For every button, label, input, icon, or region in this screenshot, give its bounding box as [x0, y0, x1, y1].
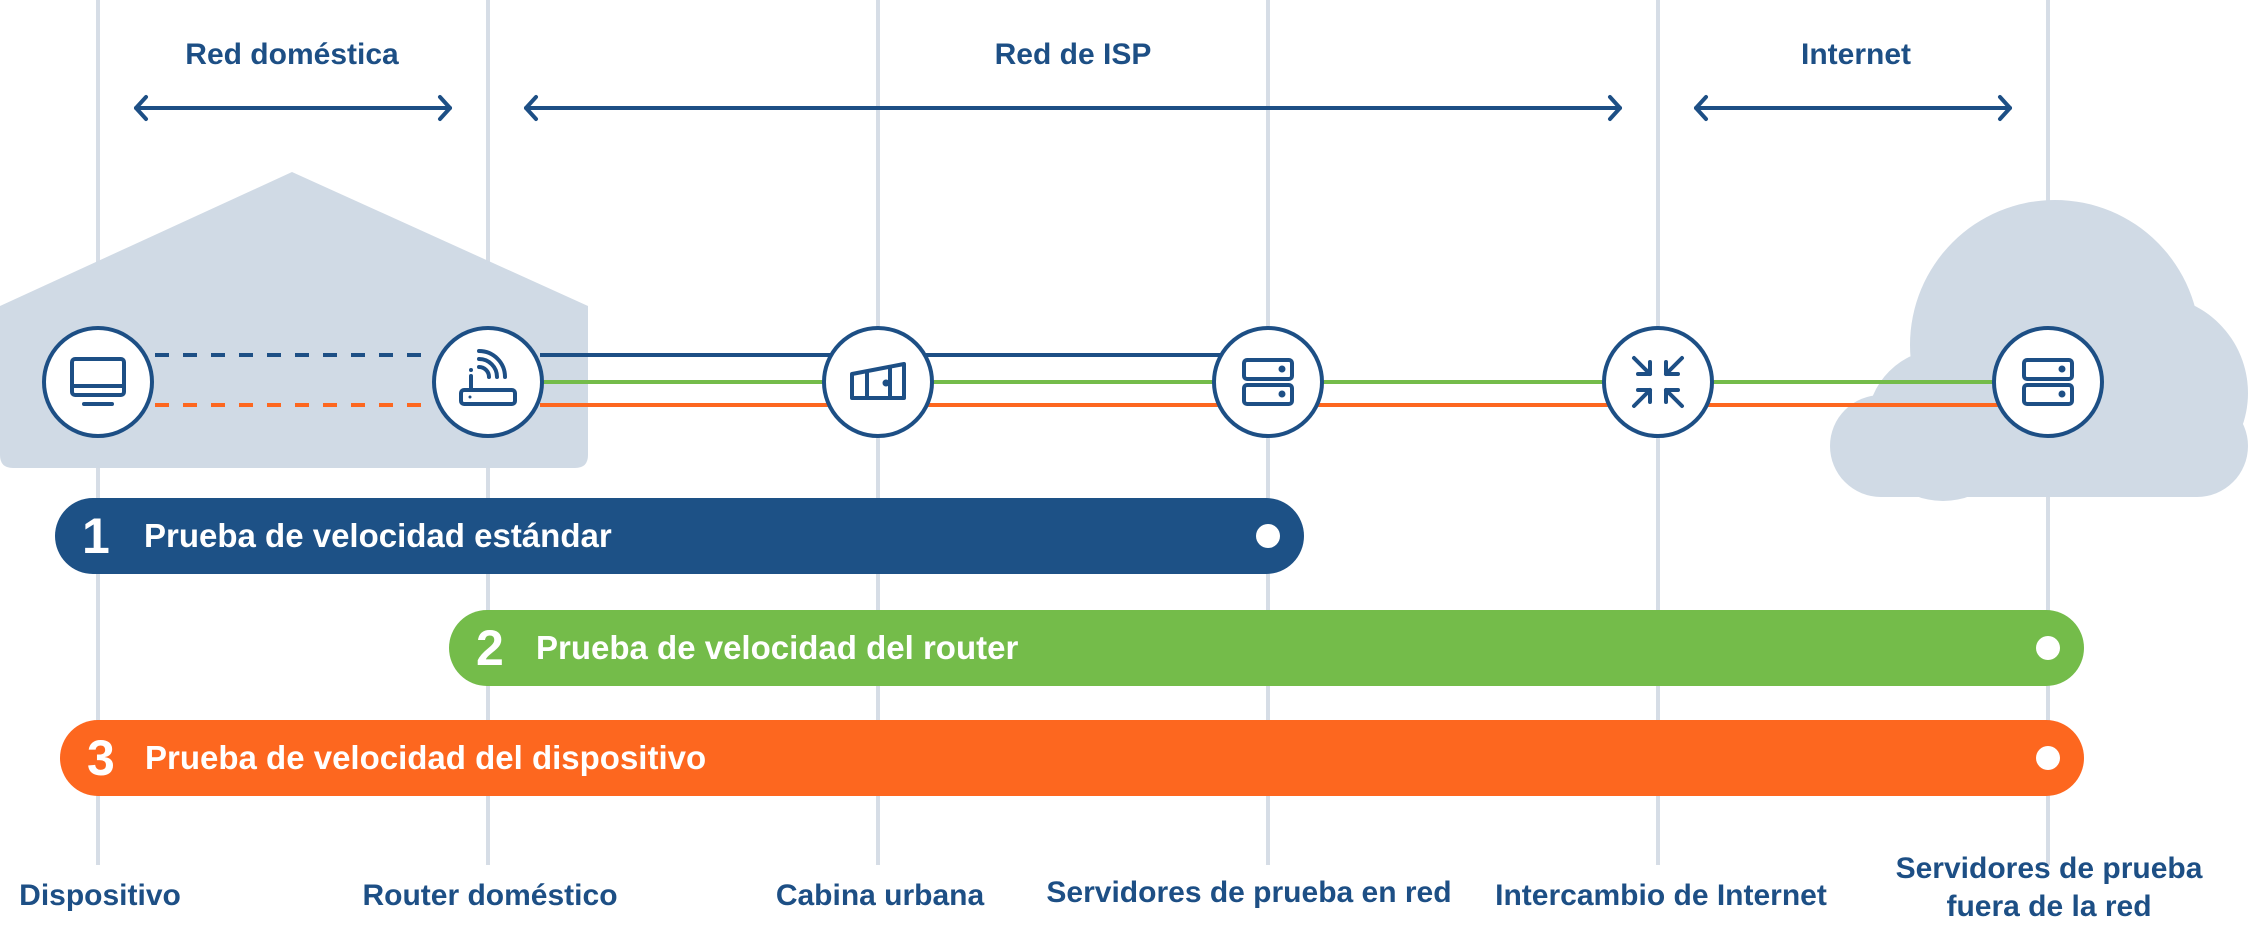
arrow-red-isp: [524, 95, 1622, 121]
test-bar-standard: 1 Prueba de velocidad estándar: [55, 498, 1304, 574]
node-label-line: fuera de la red: [1946, 890, 2152, 923]
node-label-intercambio: Intercambio de Internet: [1495, 879, 1827, 912]
node-servidores-red: [1212, 326, 1324, 438]
node-label-servidores-fuera: Servidores de prueba fuera de la red: [1896, 850, 2203, 926]
node-label-router: Router doméstico: [362, 879, 618, 912]
test-bar-device: 3 Prueba de velocidad del dispositivo: [60, 720, 2084, 796]
segment-label-red-domestica: Red doméstica: [185, 38, 399, 71]
node-intercambio: [1602, 326, 1714, 438]
node-servidores-fuera: [1992, 326, 2104, 438]
segment-arrows: [134, 95, 2012, 121]
node-cabina: [822, 326, 934, 438]
test-bar-router: 2 Prueba de velocidad del router: [449, 610, 2084, 686]
node-laptop: [42, 326, 154, 438]
test-endpoint-dot: [1256, 524, 1280, 548]
router-icon: [459, 349, 517, 406]
internet-cloud-shape: [1830, 200, 2248, 501]
test-label: Prueba de velocidad estándar: [144, 517, 612, 554]
test-label: Prueba de velocidad del router: [536, 629, 1019, 666]
test-number: 1: [82, 508, 110, 564]
exchange-arrows-icon: [1632, 356, 1684, 408]
node-label-servidores-red: Servidores de prueba en red: [1046, 876, 1452, 909]
segment-label-red-isp: Red de ISP: [994, 38, 1152, 71]
test-number: 3: [87, 730, 115, 786]
test-number: 2: [476, 620, 504, 676]
node-label-line: Servidores de prueba: [1895, 852, 2203, 885]
server-icon: [2022, 358, 2074, 406]
test-label: Prueba de velocidad del dispositivo: [145, 739, 707, 776]
node-router: [432, 326, 544, 438]
test-endpoint-dot: [2036, 636, 2060, 660]
arrow-internet: [1694, 95, 2012, 121]
server-icon: [1242, 358, 1294, 406]
node-label-cabina: Cabina urbana: [775, 879, 985, 912]
laptop-icon: [70, 357, 126, 406]
test-endpoint-dot: [2036, 746, 2060, 770]
node-label-dispositivo: Dispositivo: [19, 879, 181, 912]
arrow-red-domestica: [134, 95, 452, 121]
segment-label-internet: Internet: [1800, 38, 1912, 71]
street-cabinet-icon: [850, 362, 906, 400]
